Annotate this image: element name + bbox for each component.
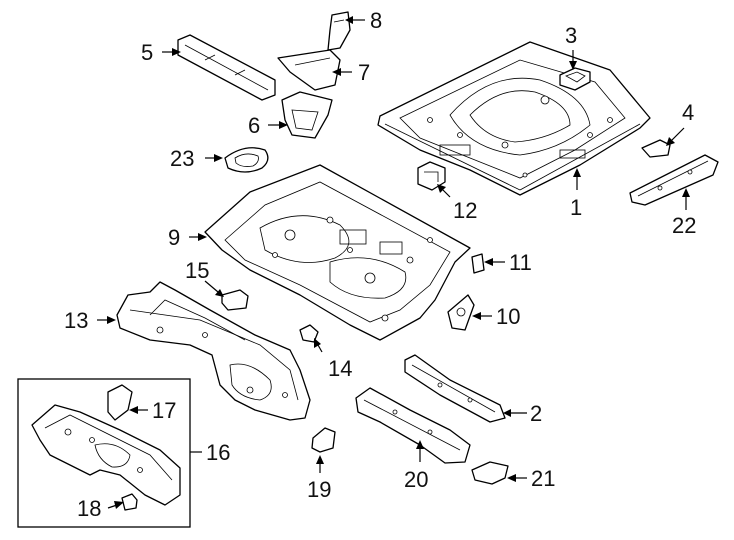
inset-frame	[17, 378, 191, 528]
part-21-bracket	[471, 461, 509, 485]
part-3-plug	[559, 67, 591, 91]
part-11-clip	[471, 253, 485, 274]
callout-7: 7	[358, 60, 370, 85]
callout-3: 3	[565, 23, 577, 48]
callout-15: 15	[185, 258, 209, 283]
callout-1: 1	[570, 195, 582, 220]
part-8-bracket	[327, 11, 351, 51]
part-19-bracket	[311, 427, 336, 453]
callout-5: 5	[141, 40, 153, 65]
callout-20: 20	[404, 467, 428, 492]
part-17-bracket	[107, 384, 133, 421]
callout-2: 2	[530, 401, 542, 426]
part-22-crossmember	[629, 154, 719, 206]
part-6-bracket	[281, 91, 333, 139]
callout-labels: 1 2 3 4 5 6 7 8 9 10 11 12 13 14 15 16 1…	[64, 8, 696, 521]
callout-4: 4	[682, 100, 694, 125]
part-5-rail-extension	[177, 34, 276, 101]
part-12-bracket	[417, 161, 446, 191]
callout-18: 18	[77, 496, 101, 521]
part-2-rail	[404, 354, 506, 423]
part-23-grommet	[224, 147, 269, 173]
callout-21: 21	[531, 466, 555, 491]
callout-9: 9	[168, 225, 180, 250]
callout-14: 14	[328, 356, 352, 381]
callout-17: 17	[152, 398, 176, 423]
part-14-clip	[299, 324, 319, 343]
callout-8: 8	[370, 8, 382, 33]
callout-11: 11	[509, 250, 532, 275]
callout-23: 23	[170, 146, 194, 171]
part-4-bracket	[641, 139, 671, 158]
part-20-rail	[355, 387, 471, 464]
leader-lines	[97, 16, 690, 509]
callout-22: 22	[672, 213, 696, 238]
callout-13: 13	[64, 308, 88, 333]
part-9-center-floor-pan	[204, 164, 471, 341]
part-15-bracket	[221, 289, 249, 311]
part-18-clip	[121, 493, 138, 511]
part-7-reinforcement	[277, 49, 341, 91]
callout-6: 6	[248, 113, 260, 138]
callout-12: 12	[453, 198, 477, 223]
inset-16-group	[17, 378, 191, 528]
part-13-rear-floor-panel	[116, 281, 311, 421]
callout-19: 19	[307, 477, 331, 502]
part-10-plate	[447, 294, 475, 331]
callout-10: 10	[496, 304, 520, 329]
callout-16: 16	[206, 440, 230, 465]
